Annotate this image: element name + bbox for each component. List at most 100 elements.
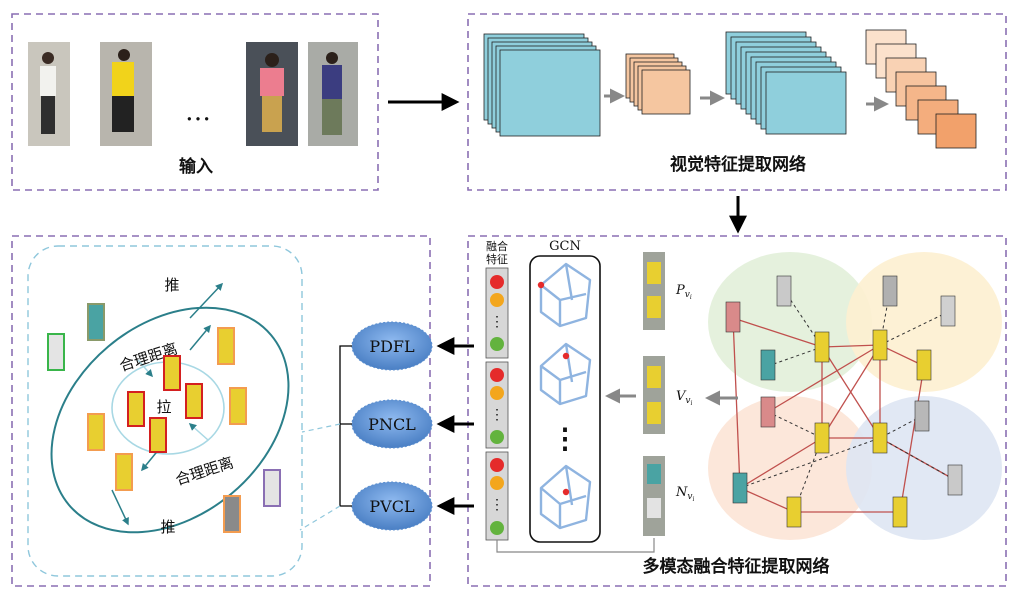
loss-modules: PDFL PNCL PVCL (351, 321, 433, 531)
feature-column: ⋮ (485, 361, 509, 449)
n-label: N (675, 485, 688, 500)
feedback-line (496, 538, 655, 553)
pull-arrow (188, 423, 209, 441)
gcn-box (529, 255, 601, 543)
graph-node (814, 331, 830, 363)
input-label: 输入 (179, 156, 213, 177)
graph-edges (732, 317, 956, 513)
pull-arrow (189, 324, 211, 351)
push-label-top: 推 (164, 276, 179, 294)
graph-node (947, 464, 963, 496)
fusion-label-2: 特征 (486, 252, 508, 266)
loss-pncl-label: PNCL (368, 415, 416, 434)
positive-sample (643, 252, 665, 330)
triplet-images (643, 252, 665, 536)
gcn-graph (539, 262, 592, 530)
input-person-images: … (28, 42, 358, 146)
gcn-ellipsis: ⋮ (551, 422, 579, 455)
v-subsub: i (690, 400, 692, 407)
anchor-sample (643, 356, 665, 434)
cnn-block-1 (483, 33, 601, 137)
graph-node (882, 275, 898, 307)
v-sub: v (685, 396, 690, 406)
graph-node (760, 349, 776, 381)
metric-learning-panel (11, 235, 431, 587)
loss-pvcl-label: PVCL (369, 497, 415, 516)
sample-box (127, 391, 145, 427)
graph-node (914, 400, 930, 432)
push-label-bottom: 推 (160, 518, 175, 536)
outer-margin-ring (50, 306, 290, 534)
input-panel (11, 13, 379, 191)
feature-column: ⋮ (485, 451, 509, 541)
metric-callout-box (27, 245, 303, 577)
distance-label-bottom: 合理距离 (173, 453, 236, 489)
push-arrow (189, 282, 224, 319)
fusion-label-1: 融合 (486, 239, 508, 253)
p-label: P (675, 283, 685, 298)
gcn-highlight (562, 488, 570, 496)
callout-line (301, 423, 341, 433)
negative-sample (643, 456, 665, 536)
graph-node (872, 329, 888, 361)
n-subsub: i (692, 496, 694, 503)
sample-box (163, 355, 181, 391)
graph-node (916, 349, 932, 381)
graph-nodes (725, 275, 963, 528)
sample-box (185, 383, 203, 419)
cnn-block-3 (725, 31, 847, 135)
sample-box (115, 453, 133, 491)
sample-box (87, 303, 105, 341)
column-dots: ⋮ (490, 407, 504, 423)
input-ellipsis: … (185, 97, 211, 127)
sample-box (217, 327, 235, 365)
sample-box (263, 469, 281, 507)
person-image (28, 42, 70, 146)
metric-samples (47, 303, 281, 533)
multimodal-label: 多模态融合特征提取网络 (643, 556, 830, 577)
loss-pdfl-label: PDFL (369, 337, 415, 356)
sample-box (47, 333, 65, 371)
svg-text:Vvi: Vvi (676, 389, 692, 407)
sample-box (229, 387, 247, 425)
person-image (246, 42, 298, 146)
graph-node (940, 295, 956, 327)
graph-node (892, 496, 908, 528)
sample-box (149, 417, 167, 453)
sample-box (87, 413, 105, 451)
gcn-highlight (537, 281, 545, 289)
sample-box (223, 495, 241, 533)
loss-bracket (339, 345, 352, 507)
graph-node (814, 422, 830, 454)
graph-node (725, 301, 741, 333)
n-sub: v (687, 492, 692, 502)
person-image (100, 42, 152, 146)
callout-line (299, 505, 341, 531)
column-dots: ⋮ (490, 497, 504, 513)
graph-node (732, 472, 748, 504)
column-dots: ⋮ (490, 314, 504, 330)
gcn-label: GCN (549, 239, 581, 254)
cnn-block-2 (625, 53, 691, 115)
triplet-labels: Pvi Vvi Nvi (675, 283, 694, 503)
visual-feature-panel (467, 13, 1007, 191)
cnn-block-4 (865, 29, 977, 149)
gcn-highlight (562, 352, 570, 360)
fusion-feature-columns: ⋮ ⋮ ⋮ (485, 267, 509, 541)
v-label: V (676, 389, 687, 404)
svg-text:Pvi: Pvi (675, 283, 692, 301)
pull-label: 拉 (156, 398, 171, 416)
graph-node (786, 496, 802, 528)
graph-node (776, 275, 792, 307)
svg-text:Nvi: Nvi (675, 485, 694, 503)
p-subsub: i (690, 294, 692, 301)
graph-node (760, 396, 776, 428)
visual-feature-label: 视觉特征提取网络 (670, 154, 806, 175)
multimodal-panel (467, 235, 1007, 587)
pull-arrow (137, 359, 153, 378)
person-image (308, 42, 358, 146)
p-sub: v (685, 290, 690, 300)
push-arrow (111, 489, 129, 526)
graph-clusters (708, 252, 1002, 540)
